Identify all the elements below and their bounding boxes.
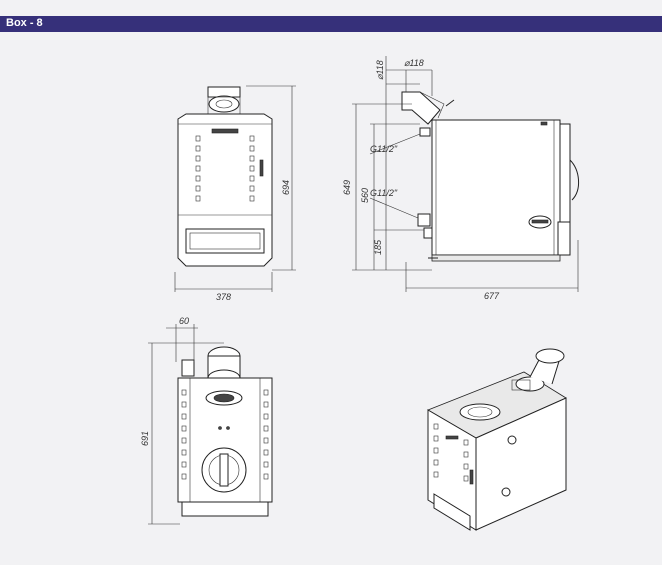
thread-bottom-label: G11/2" [370, 188, 398, 198]
rear-offset-label: 60 [179, 316, 189, 326]
side-h-total-label: 649 [342, 180, 352, 195]
side-dia-2-label: ⌀118 [404, 58, 424, 68]
side-h-upper-label: 560 [360, 188, 370, 203]
header-bar: Box - 8 [0, 16, 662, 32]
front-height-label: 694 [281, 180, 291, 195]
isometric-view [427, 348, 567, 531]
front-view [174, 85, 296, 292]
side-view [352, 56, 579, 292]
side-depth-label: 677 [484, 291, 500, 301]
side-h-lower-label: 185 [373, 239, 383, 255]
thread-top-label: G11/2" [370, 144, 398, 154]
front-width-label: 378 [216, 292, 231, 302]
header-title: Box - 8 [6, 17, 43, 29]
rear-height-label: 691 [140, 431, 150, 446]
rear-view [148, 324, 273, 525]
side-dia-1-label: ⌀118 [375, 60, 385, 80]
